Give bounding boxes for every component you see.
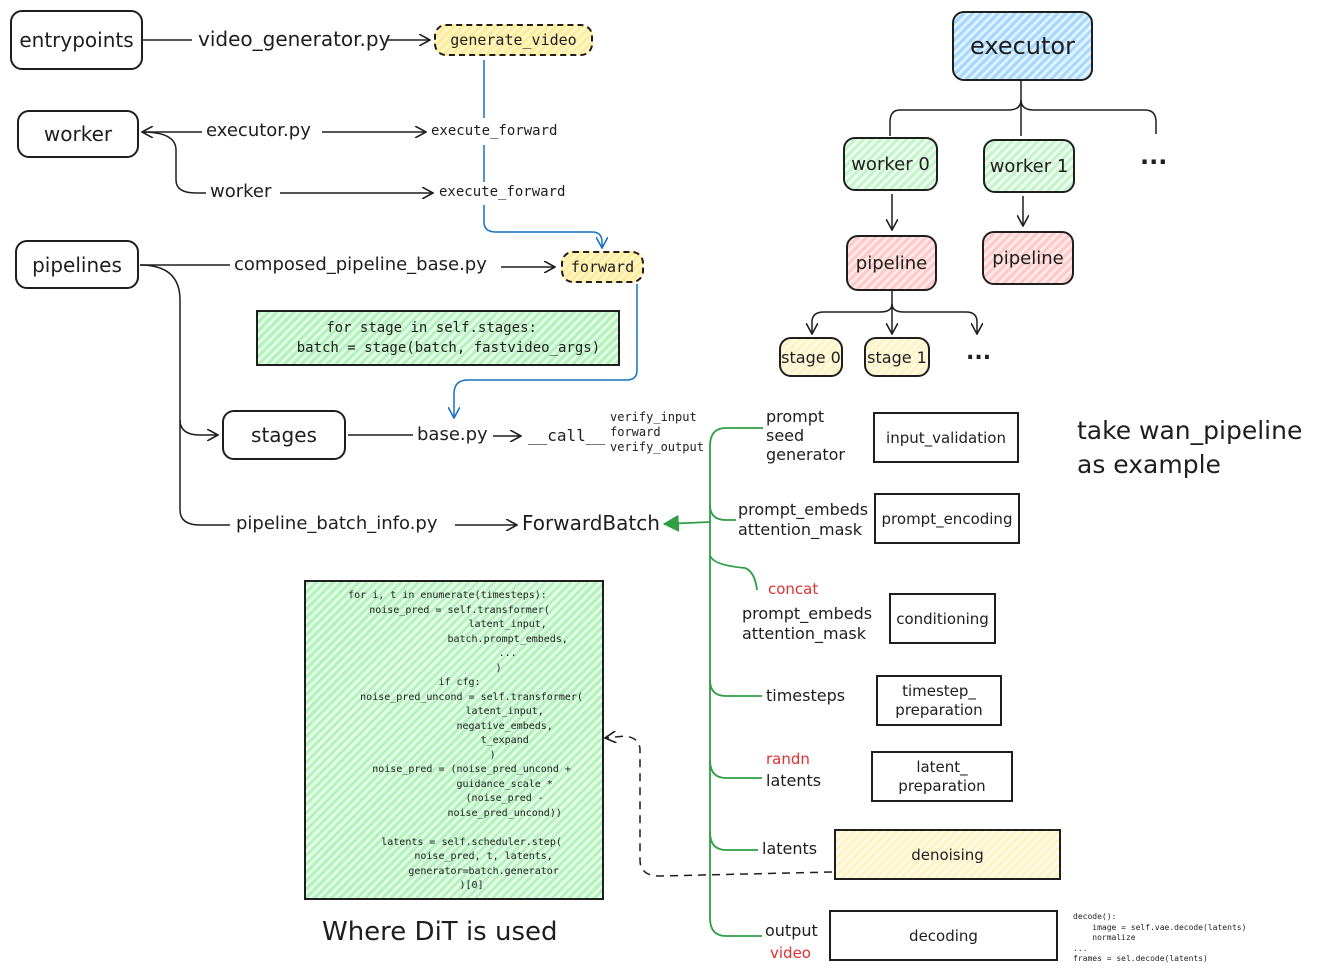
conditioning-label: conditioning — [896, 609, 989, 628]
field-attention-mask-cond: attention_mask — [742, 624, 866, 643]
executor-node: executor — [952, 11, 1093, 81]
generate-video-function: generate_video — [434, 24, 593, 56]
call-function: __call__ — [528, 426, 606, 445]
field-seed: seed — [766, 426, 805, 445]
stage-1-label: stage 1 — [867, 347, 927, 367]
stage-0-node: stage 0 — [779, 337, 843, 377]
decoding-label: decoding — [909, 926, 978, 945]
call-method-forward: forward — [610, 425, 661, 439]
field-prompt-embeds: prompt_embeds — [738, 500, 869, 519]
worker-file: worker — [210, 181, 272, 202]
prompt-encoding-fields: prompt_embeds attention_mask — [738, 500, 868, 540]
field-output: output — [765, 921, 818, 940]
call-method-verify-output: verify_output — [610, 440, 704, 454]
prompt-encoding-label: prompt_encoding — [881, 509, 1013, 528]
video-generator-file: video_generator.py — [198, 27, 391, 51]
pipeline-node-b: pipeline — [982, 231, 1074, 285]
stage-loop-code-box: for stage in self.stages: batch = stage(… — [256, 310, 620, 366]
timestep-preparation-label-1: timestep_ — [902, 681, 976, 700]
example-note-line-1: take wan_pipeline — [1077, 416, 1303, 445]
execute-forward-executor: execute_forward — [431, 123, 558, 139]
decode-code: decode(): image = self.vae.decode(latent… — [1073, 912, 1247, 963]
dit-caption: Where DiT is used — [322, 917, 558, 947]
field-generator: generator — [766, 445, 846, 464]
latent-preparation-label-1: latent_ — [916, 757, 968, 776]
execute-forward-worker: execute_forward — [439, 184, 566, 200]
stage-0-label: stage 0 — [781, 347, 841, 367]
entrypoints-label: entrypoints — [19, 28, 134, 52]
composed-pipeline-base-file: composed_pipeline_base.py — [234, 254, 487, 275]
call-flow-arrows — [454, 60, 638, 418]
stages-node: stages — [222, 410, 346, 460]
worker-1-label: worker 1 — [989, 155, 1069, 177]
worker-0-node: worker 0 — [843, 137, 938, 191]
executor-file: executor.py — [206, 120, 311, 141]
conditioning-fields: prompt_embeds attention_mask — [742, 604, 872, 644]
input-validation-stage: input_validation — [873, 412, 1019, 463]
forwardbatch-fan-in — [664, 427, 763, 937]
field-prompt: prompt — [766, 407, 825, 426]
pipelines-connectors — [139, 265, 555, 525]
pipeline-a-label: pipeline — [855, 252, 928, 274]
pipelines-node: pipelines — [15, 240, 139, 289]
field-attention-mask: attention_mask — [738, 520, 862, 539]
denoising-to-code-arrow — [605, 736, 833, 877]
field-latents-denoise: latents — [762, 839, 818, 858]
denoise-code-box: for i, t in enumerate(timesteps): noise_… — [304, 580, 604, 900]
worker-0-label: worker 0 — [851, 153, 930, 175]
field-prompt-embeds-cond: prompt_embeds — [742, 604, 873, 623]
input-validation-fields: prompt seed generator — [766, 407, 845, 464]
example-note: take wan_pipeline as example — [1077, 414, 1302, 482]
more-stages-ellipsis: ... — [966, 340, 992, 365]
worker-node: worker — [17, 110, 139, 158]
executor-tree — [812, 80, 1157, 334]
worker-connectors — [142, 132, 433, 193]
executor-label: executor — [970, 32, 1075, 60]
field-timesteps: timesteps — [766, 686, 846, 705]
worker-label: worker — [43, 122, 113, 146]
conditioning-stage: conditioning — [889, 593, 996, 644]
forward-label: forward — [570, 258, 635, 276]
call-methods-list: verify_input forward verify_output — [610, 410, 704, 455]
stages-label: stages — [251, 423, 317, 447]
generate-video-label: generate_video — [450, 31, 577, 49]
denoising-label: denoising — [911, 845, 984, 864]
timestep-preparation-stage: timestep_ preparation — [876, 675, 1002, 726]
latent-preparation-label-2: preparation — [898, 776, 986, 795]
pipeline-batch-info-file: pipeline_batch_info.py — [236, 513, 438, 534]
entrypoints-node: entrypoints — [10, 10, 143, 70]
example-note-line-2: as example — [1077, 450, 1221, 479]
pipeline-node-a: pipeline — [846, 235, 937, 291]
stage-loop-code: for stage in self.stages: batch = stage(… — [296, 320, 601, 356]
decoding-note: video — [770, 944, 811, 962]
denoise-code: for i, t in enumerate(timesteps): noise_… — [348, 590, 583, 891]
call-method-verify-input: verify_input — [610, 410, 697, 424]
timestep-preparation-label-2: preparation — [895, 700, 983, 719]
latent-preparation-stage: latent_ preparation — [871, 751, 1013, 802]
latent-preparation-note: randn — [766, 750, 810, 768]
field-latents-prep: latents — [766, 771, 822, 790]
base-file: base.py — [417, 424, 488, 445]
forward-batch-class: ForwardBatch — [522, 511, 660, 535]
more-workers-ellipsis: ... — [1140, 142, 1168, 170]
decoding-stage: decoding — [829, 910, 1058, 961]
stage-1-node: stage 1 — [864, 337, 930, 377]
denoising-stage: denoising — [834, 829, 1061, 880]
pipeline-b-label: pipeline — [992, 247, 1064, 269]
worker-1-node: worker 1 — [983, 139, 1075, 193]
pipelines-label: pipelines — [32, 252, 122, 277]
prompt-encoding-stage: prompt_encoding — [874, 493, 1020, 544]
input-validation-label: input_validation — [886, 428, 1006, 447]
conditioning-note: concat — [768, 580, 819, 598]
forward-function: forward — [561, 251, 644, 283]
